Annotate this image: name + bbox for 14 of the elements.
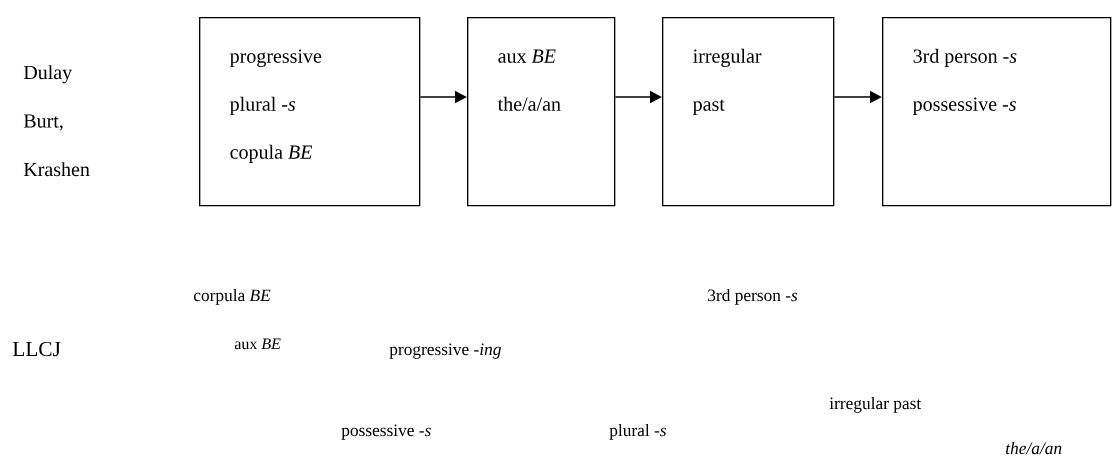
stage-box: 3rd person -s possessive -s <box>882 17 1112 207</box>
stage-box: aux BE the/a/an <box>467 17 616 207</box>
morpheme-label: possessive -s <box>341 424 431 440</box>
author-names: Dulay Burt, Krashen <box>23 65 90 177</box>
morpheme-label: irregular past <box>829 396 922 413</box>
morpheme-label: plural -s <box>609 423 667 440</box>
stage-box: progressive plural -s copula BE <box>199 17 421 207</box>
morpheme-label: aux BE <box>234 338 281 350</box>
morpheme-label: corpula BE <box>193 288 271 305</box>
morpheme-label: 3rd person -s <box>708 288 798 305</box>
morpheme-label: progressive -ing <box>389 343 501 359</box>
morpheme-label: the/a/an <box>1006 441 1062 455</box>
group-label: LLCJ <box>12 341 61 357</box>
stage-box: irregular past <box>662 17 835 207</box>
